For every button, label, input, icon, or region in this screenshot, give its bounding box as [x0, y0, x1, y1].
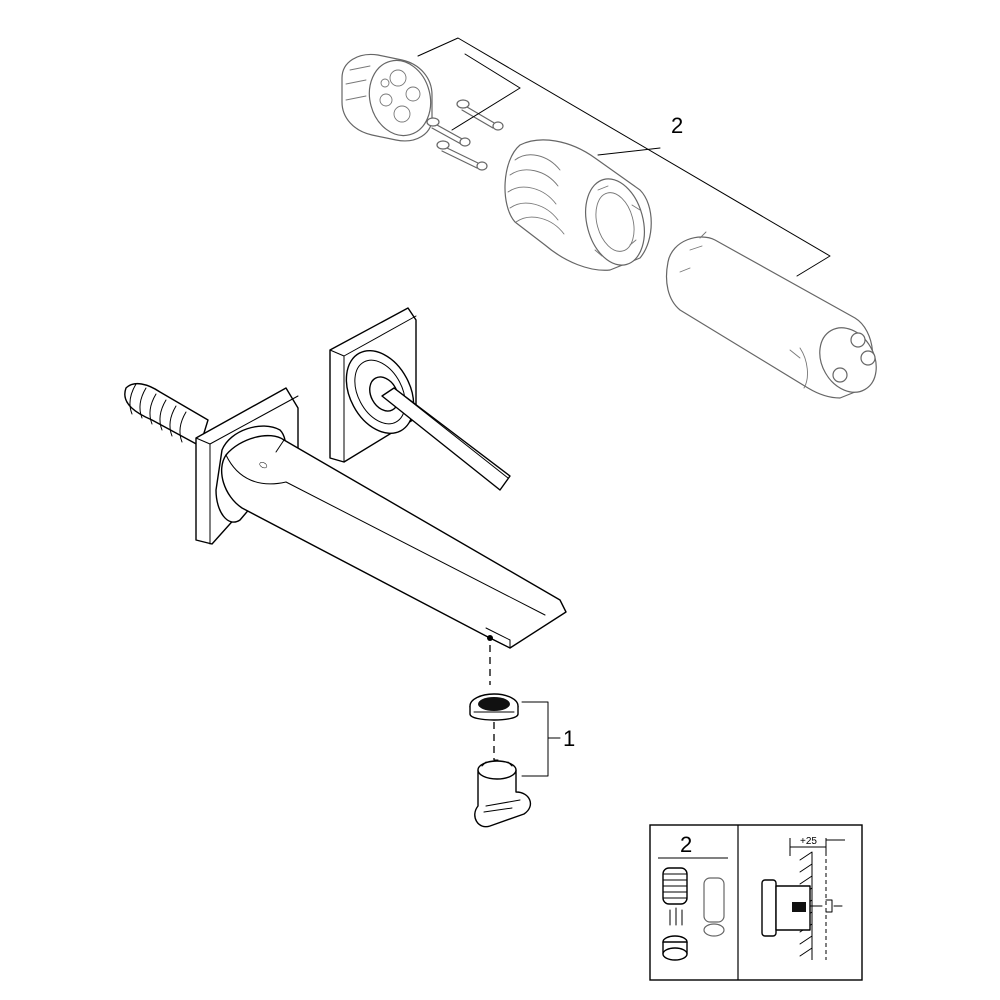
- lever-handle: [381, 387, 511, 491]
- spout-assembly: ⬭: [124, 382, 567, 649]
- aerator: [469, 693, 519, 721]
- aerator-key: [474, 759, 532, 828]
- part-2-group: 2: [341, 37, 877, 399]
- legend-panel-number: 2: [680, 832, 692, 857]
- legend-dimension-label: +25: [800, 836, 817, 847]
- legend-screws-icon: [669, 907, 683, 926]
- cartridge-disc: [341, 53, 433, 142]
- aerator-outlet: [487, 635, 493, 641]
- lever-assembly: [329, 307, 511, 491]
- screws: [426, 99, 504, 171]
- extension-sleeve: [504, 139, 652, 271]
- screw: [436, 140, 488, 171]
- legend-valve-icon: [703, 877, 725, 937]
- bracket-part-2: [417, 37, 831, 277]
- legend-sleeve-icon: [662, 867, 688, 905]
- legend-panel: 2 +25: [649, 824, 863, 981]
- valve-body: [665, 231, 877, 399]
- legend-dimension-drawing: +25: [761, 836, 845, 960]
- screw: [426, 117, 471, 147]
- callout-2: 2: [671, 113, 683, 138]
- part-1-group: 1: [469, 645, 575, 828]
- spout-body: [221, 434, 567, 649]
- legend-cartridge-icon: [662, 935, 688, 961]
- callout-1: 1: [563, 726, 575, 751]
- bracket-part-1: [521, 701, 549, 777]
- threaded-connector: [124, 382, 209, 447]
- screw: [456, 99, 504, 131]
